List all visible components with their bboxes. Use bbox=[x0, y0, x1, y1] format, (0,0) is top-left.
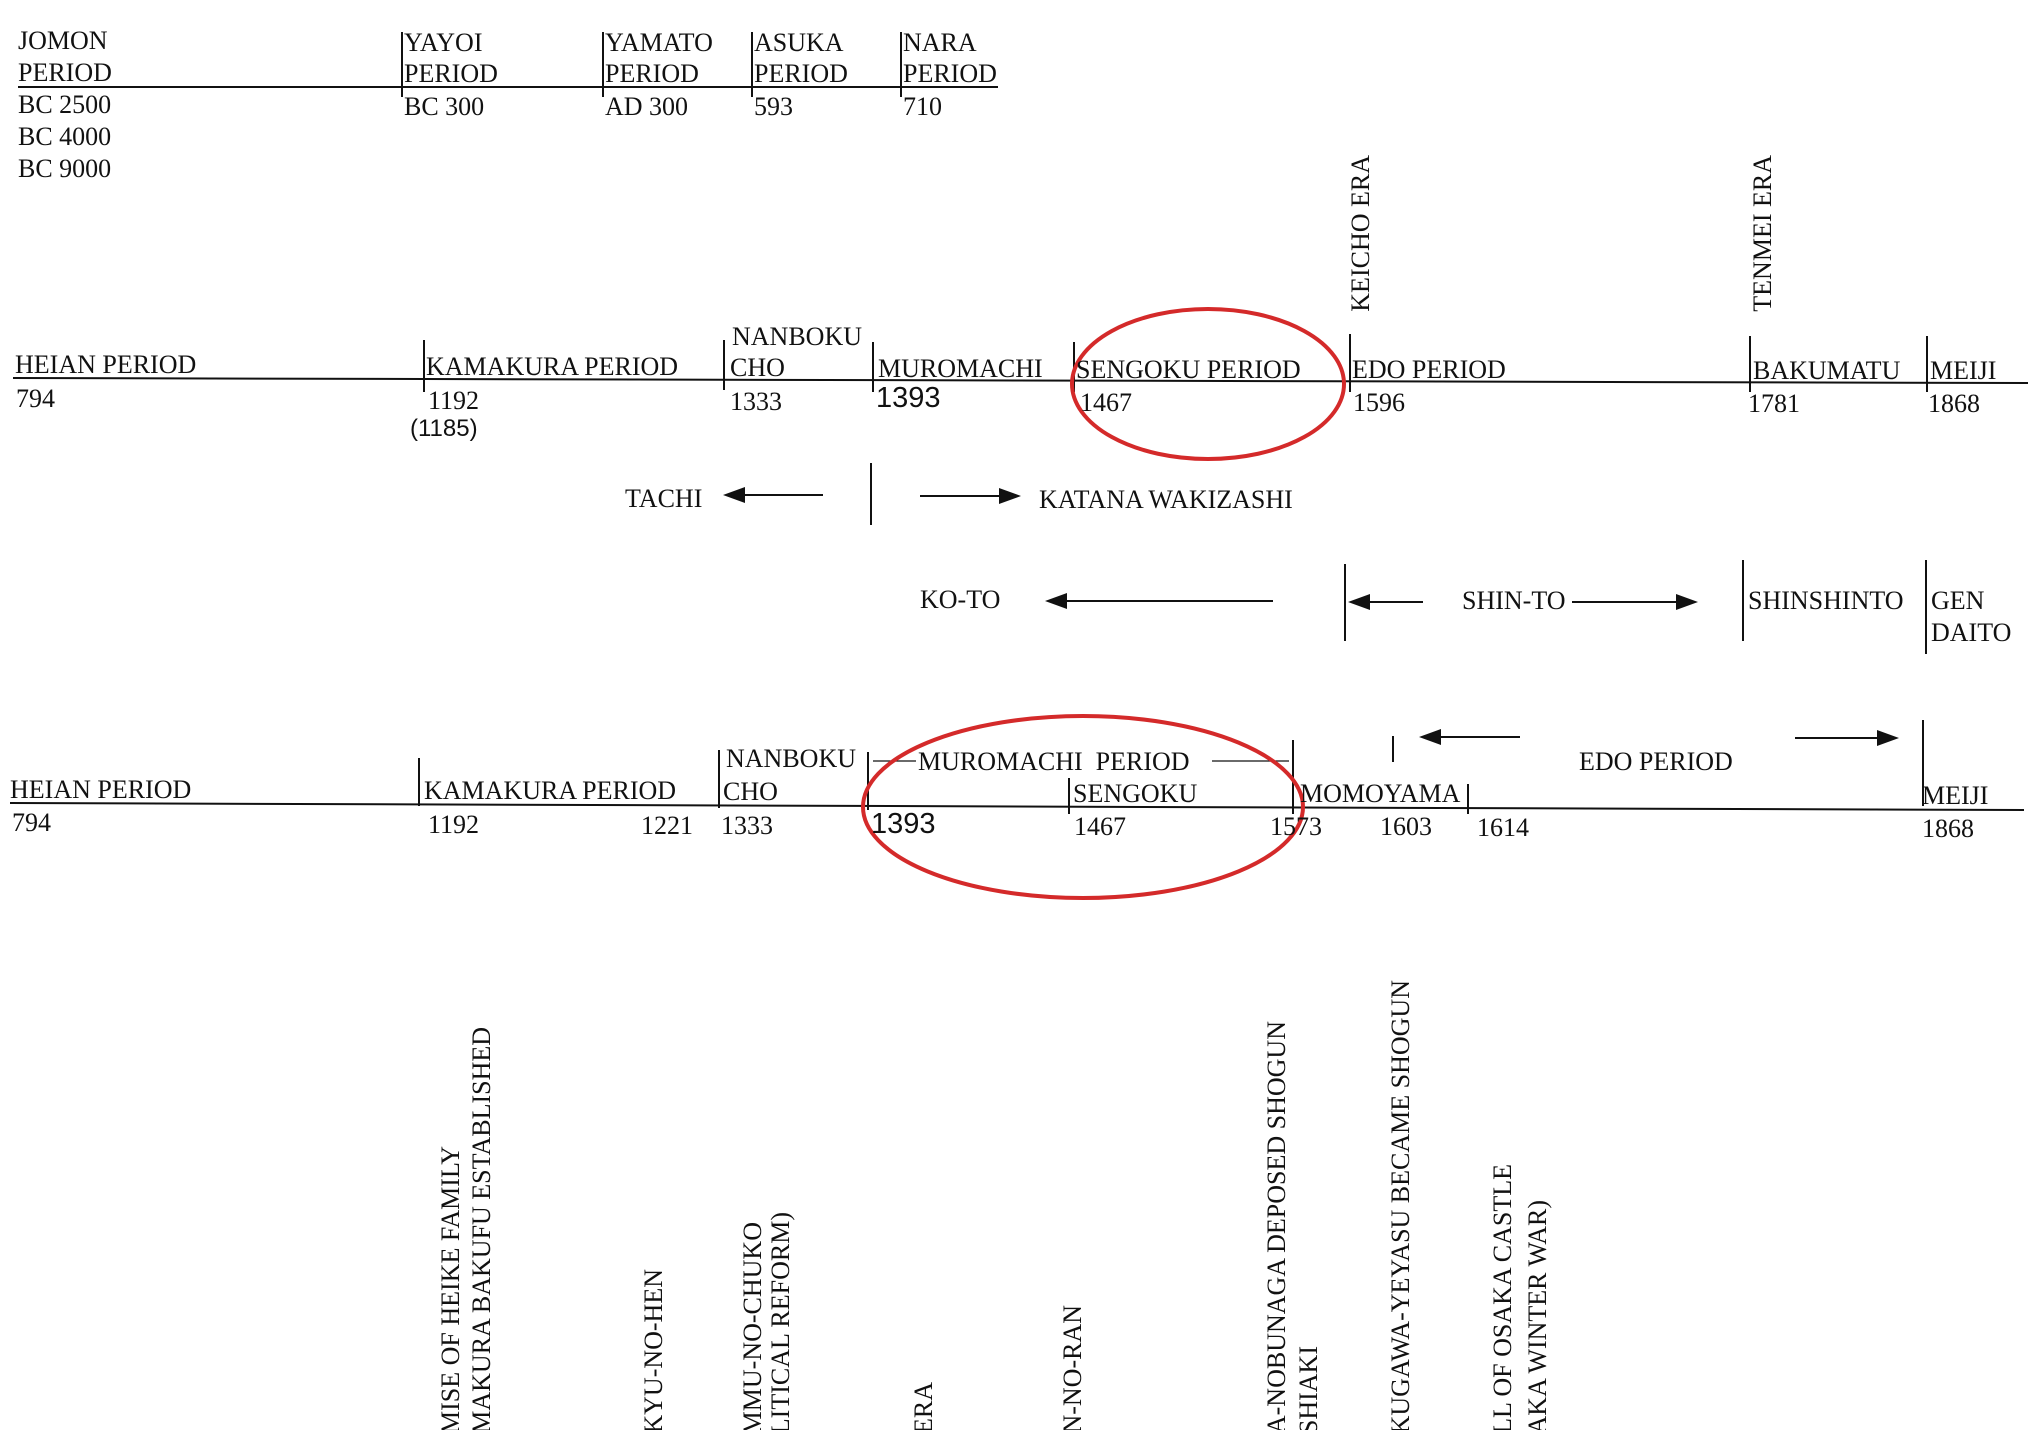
b-meiji-date: 1868 bbox=[1922, 814, 1974, 843]
nara-label: NARA bbox=[903, 28, 977, 57]
event-label: KUGAWA-YEYASU BECAME SHOGUN bbox=[1386, 979, 1415, 1430]
jomon-date: BC 9000 bbox=[18, 154, 112, 183]
edo-left-arrowhead bbox=[1419, 729, 1441, 745]
keicho-era-label: KEICHO ERA bbox=[1346, 155, 1375, 312]
b-edo-label: EDO PERIOD bbox=[1579, 747, 1733, 776]
middle-axis-line bbox=[12, 377, 2029, 384]
event-label: LL OF OSAKA CASTLE bbox=[1488, 1164, 1517, 1430]
gendaito-label-2: DAITO bbox=[1931, 618, 2012, 647]
event-label: AKA WINTER WAR) bbox=[1523, 1199, 1552, 1430]
yamato-label: YAMATO bbox=[605, 28, 713, 57]
event-label: LITICAL REFORM) bbox=[766, 1211, 795, 1430]
nara-label-2: PERIOD bbox=[903, 59, 997, 88]
b-meiji-label: MEIJI bbox=[1922, 781, 1989, 810]
b-nanbokucho-label: NANBOKU bbox=[726, 744, 856, 773]
event-label: SHIAKI bbox=[1294, 1345, 1323, 1430]
yayoi-label: YAYOI bbox=[404, 28, 483, 57]
event-label: MAKURA BAKUFU ESTABLISHED bbox=[467, 1027, 496, 1430]
edo-right-arrowhead bbox=[1877, 730, 1899, 746]
nara-date: 710 bbox=[903, 92, 942, 121]
koto-arrowhead bbox=[1045, 593, 1067, 609]
momoyama-date: 1573 bbox=[1270, 812, 1322, 841]
b-muromachi-label: MUROMACHI PERIOD bbox=[918, 747, 1190, 776]
b-edo-date: 1614 bbox=[1477, 813, 1529, 842]
muromachi-highlight-circle bbox=[861, 714, 1305, 900]
kamakura-alt-date: (1185) bbox=[410, 415, 478, 442]
momoyama-label: MOMOYAMA bbox=[1300, 779, 1461, 808]
momoyama-date-2: 1603 bbox=[1380, 812, 1432, 841]
yamato-date: AD 300 bbox=[605, 92, 689, 121]
nanbokucho-date: 1333 bbox=[730, 387, 782, 416]
b-kamakura-end-date: 1221 bbox=[641, 811, 693, 840]
edo-date: 1596 bbox=[1353, 388, 1405, 417]
yamato-label-2: PERIOD bbox=[605, 59, 699, 88]
b-muromachi-date: 1393 bbox=[871, 808, 936, 840]
asuka-label: ASUKA bbox=[754, 28, 844, 57]
tachi-arrowhead bbox=[723, 487, 745, 503]
shinto-label: SHIN-TO bbox=[1462, 586, 1566, 615]
b-kamakura-date: 1192 bbox=[428, 810, 480, 839]
sengoku-label: SENGOKU PERIOD bbox=[1076, 355, 1301, 384]
b-sengoku-label: SENGOKU bbox=[1073, 779, 1198, 808]
event-label: KYU-NO-HEN bbox=[639, 1269, 668, 1430]
koto-label: KO-TO bbox=[920, 585, 1001, 614]
asuka-label-2: PERIOD bbox=[754, 59, 848, 88]
bakumatu-label: BAKUMATU bbox=[1753, 356, 1901, 385]
muromachi-date: 1393 bbox=[876, 382, 941, 414]
muromachi-label: MUROMACHI bbox=[878, 354, 1043, 383]
meiji-label: MEIJI bbox=[1930, 356, 1997, 385]
tachi-label: TACHI bbox=[625, 484, 703, 513]
shinshinto-label: SHINSHINTO bbox=[1748, 586, 1904, 615]
bottom-axis-line bbox=[9, 802, 2025, 811]
b-heian-date: 794 bbox=[12, 808, 51, 837]
b-kamakura-label: KAMAKURA PERIOD bbox=[424, 776, 677, 805]
heian-label: HEIAN PERIOD bbox=[15, 350, 197, 379]
yayoi-date: BC 300 bbox=[404, 92, 485, 121]
shinto-left-arrowhead bbox=[1348, 594, 1370, 610]
yayoi-label-2: PERIOD bbox=[404, 59, 498, 88]
edo-label: EDO PERIOD bbox=[1352, 355, 1506, 384]
nanbokucho-label: NANBOKU bbox=[732, 322, 862, 351]
jomon-label-2: PERIOD bbox=[18, 58, 112, 87]
b-nanbokucho-date: 1333 bbox=[721, 811, 773, 840]
event-label: ERA bbox=[909, 1382, 938, 1430]
heian-date: 794 bbox=[16, 384, 55, 413]
b-nanbokucho-label-2: CHO bbox=[723, 777, 778, 806]
jomon-date: BC 2500 bbox=[18, 90, 112, 119]
bakumatu-date: 1781 bbox=[1748, 389, 1800, 418]
meiji-date: 1868 bbox=[1928, 389, 1980, 418]
sengoku-highlight-circle bbox=[1070, 307, 1346, 461]
katana-wakizashi-label: KATANA WAKIZASHI bbox=[1039, 485, 1293, 514]
event-label: MMU-NO-CHUKO bbox=[738, 1221, 767, 1430]
b-heian-label: HEIAN PERIOD bbox=[10, 775, 192, 804]
kamakura-date: 1192 bbox=[428, 386, 480, 415]
b-sengoku-date: 1467 bbox=[1074, 812, 1126, 841]
nanbokucho-label-2: CHO bbox=[730, 353, 785, 382]
tenmei-era-label: TENMEI ERA bbox=[1748, 155, 1777, 312]
jomon-label: JOMON bbox=[18, 26, 108, 55]
shinto-right-arrowhead bbox=[1676, 594, 1698, 610]
jomon-date: BC 4000 bbox=[18, 122, 112, 151]
event-label: N-NO-RAN bbox=[1058, 1305, 1087, 1430]
kamakura-label: KAMAKURA PERIOD bbox=[426, 352, 679, 381]
katana-arrowhead bbox=[999, 488, 1021, 504]
sengoku-date: 1467 bbox=[1080, 388, 1132, 417]
asuka-date: 593 bbox=[754, 92, 793, 121]
event-label: A-NOBUNAGA DEPOSED SHOGUN bbox=[1262, 1020, 1291, 1430]
gendaito-label: GEN bbox=[1931, 586, 1985, 615]
event-label: MISE OF HEIKE FAMILY bbox=[436, 1146, 465, 1430]
